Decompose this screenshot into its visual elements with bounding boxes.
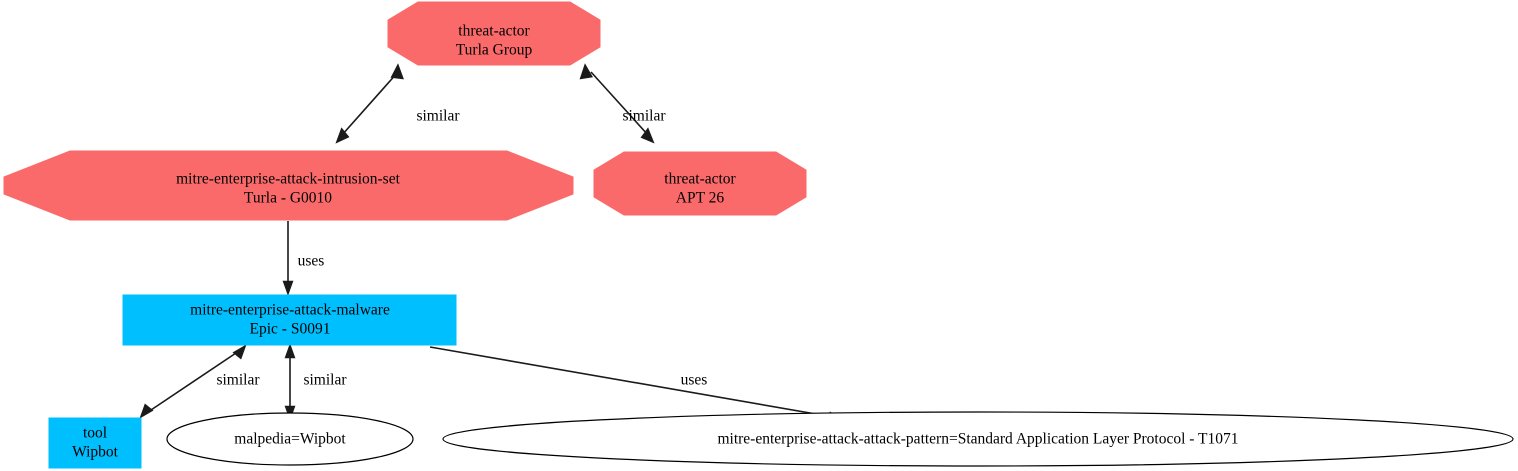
- node-malware-epic-s0091[interactable]: mitre-enterprise-attack-malware Epic - S…: [122, 294, 457, 346]
- node-malpedia-wipbot[interactable]: malpedia=Wipbot: [166, 412, 414, 466]
- edge-label: similar: [622, 108, 666, 125]
- node-shape-ellipse: [166, 412, 414, 466]
- node-label-line1: threat-actor: [664, 171, 736, 188]
- arrow-head-source: [579, 63, 593, 80]
- edge-line: [590, 71, 649, 136]
- node-threat-actor-turla-group[interactable]: threat-actor Turla Group: [387, 1, 601, 66]
- node-label-line1: tool: [83, 425, 107, 442]
- node-intrusion-set-turla-g0010[interactable]: mitre-enterprise-attack-intrusion-set Tu…: [3, 150, 574, 221]
- node-shape-octagon: [3, 150, 574, 221]
- edge-turla-group-to-turla-g0010[interactable]: similar: [335, 63, 460, 144]
- edge-line: [147, 350, 240, 413]
- node-shape-octagon: [593, 151, 807, 216]
- arrow-head-source: [284, 343, 296, 359]
- edge-turla-g0010-to-epic-s0091[interactable]: uses: [282, 221, 325, 296]
- node-tool-wipbot[interactable]: tool Wipbot: [48, 417, 142, 469]
- edge-label: similar: [216, 372, 260, 389]
- arrow-head-target: [390, 63, 404, 80]
- edge-line: [341, 71, 399, 136]
- arrow-head-source: [232, 344, 247, 360]
- node-shape-octagon: [387, 1, 601, 66]
- node-label-line1: mitre-enterprise-attack-attack-pattern=S…: [717, 431, 1238, 448]
- node-threat-actor-apt-26[interactable]: threat-actor APT 26: [593, 151, 807, 216]
- node-label-line1: mitre-enterprise-attack-malware: [190, 302, 390, 319]
- arrow-head-target: [640, 127, 655, 144]
- node-label-line1: mitre-enterprise-attack-intrusion-set: [176, 171, 400, 188]
- node-label-line2: Epic - S0091: [250, 321, 331, 338]
- node-shape-box: [122, 294, 457, 346]
- arrow-head-source: [335, 127, 350, 144]
- edge-label: similar: [416, 108, 460, 125]
- arrow-head-target: [282, 280, 294, 296]
- edge-epic-s0091-to-tool-wipbot[interactable]: similar: [139, 344, 260, 419]
- edge-label: similar: [303, 372, 347, 389]
- node-label-line2: Turla - G0010: [244, 190, 332, 207]
- node-attack-pattern-t1071[interactable]: mitre-enterprise-attack-attack-pattern=S…: [442, 411, 1514, 467]
- edge-label: uses: [298, 253, 325, 270]
- node-label-line2: Wipbot: [72, 444, 119, 461]
- edge-epic-s0091-to-malpedia-wipbot[interactable]: similar: [284, 343, 347, 421]
- edge-label: uses: [681, 372, 708, 389]
- edge-epic-s0091-to-attack-pattern-t1071[interactable]: uses: [429, 346, 844, 424]
- arrow-head-target: [139, 403, 154, 419]
- node-label-line2: APT 26: [676, 190, 725, 207]
- node-shape-ellipse: [442, 411, 1514, 467]
- node-shape-box: [48, 417, 142, 469]
- node-label-line2: Turla Group: [456, 42, 533, 59]
- node-label-line1: malpedia=Wipbot: [234, 431, 346, 448]
- node-label-line1: threat-actor: [458, 23, 530, 40]
- edge-turla-group-to-apt-26[interactable]: similar: [579, 63, 666, 144]
- edge-line: [429, 346, 834, 418]
